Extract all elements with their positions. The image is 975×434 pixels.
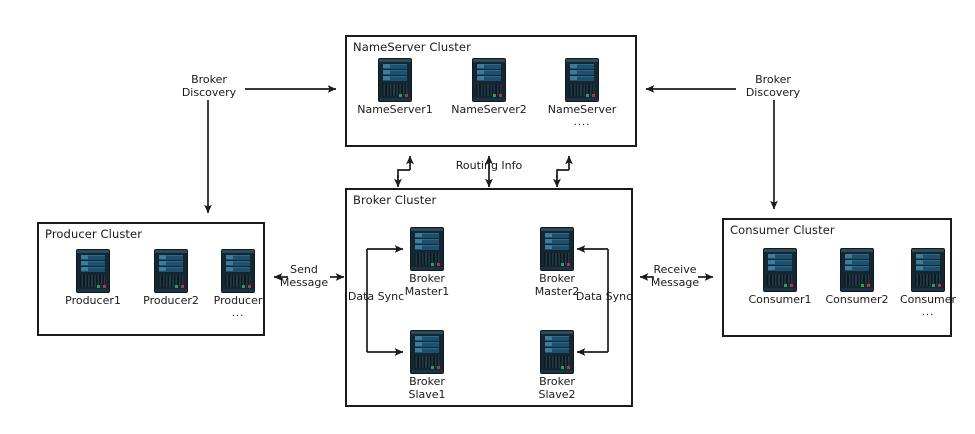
cluster-broker-title: Broker Cluster bbox=[353, 193, 437, 207]
node-consumer2[interactable]: Consumer2 bbox=[825, 248, 889, 306]
node-label: Producer1 bbox=[65, 294, 121, 307]
server-icon bbox=[565, 58, 599, 102]
node-nameserver2[interactable]: NameServer2 bbox=[451, 58, 527, 116]
node-label: Broker Slave1 bbox=[408, 375, 446, 401]
node-label: NameServer1 bbox=[357, 103, 433, 116]
node-label: Broker Slave2 bbox=[538, 375, 576, 401]
server-icon bbox=[911, 248, 945, 292]
node-label: Broker Master1 bbox=[404, 272, 450, 298]
edge-routing-info-left-elbow bbox=[397, 169, 410, 178]
cluster-producer-title: Producer Cluster bbox=[45, 227, 143, 241]
label-broker-discovery-left: Broker Discovery bbox=[181, 73, 237, 99]
label-data-sync-right: Data Sync bbox=[575, 290, 633, 303]
server-icon bbox=[472, 58, 506, 102]
cluster-consumer-title: Consumer Cluster bbox=[730, 223, 835, 237]
label-data-sync-left: Data Sync bbox=[347, 290, 405, 303]
node-producer2[interactable]: Producer2 bbox=[143, 249, 199, 307]
label-routing-info: Routing Info bbox=[455, 159, 523, 172]
node-label: Consumer ... bbox=[899, 293, 957, 318]
cluster-nameserver[interactable] bbox=[345, 35, 637, 147]
node-label: Producer ... bbox=[213, 294, 263, 319]
server-icon bbox=[410, 227, 444, 271]
node-broker-slave2[interactable]: Broker Slave2 bbox=[538, 330, 576, 400]
server-icon bbox=[763, 248, 797, 292]
label-send-message: Send Message bbox=[279, 263, 329, 289]
node-nameserver1[interactable]: NameServer1 bbox=[357, 58, 433, 116]
server-icon bbox=[76, 249, 110, 293]
node-producer-n[interactable]: Producer ... bbox=[214, 249, 262, 319]
node-label: Consumer2 bbox=[825, 293, 889, 306]
node-nameserver-n[interactable]: NameServer .... bbox=[548, 58, 616, 128]
node-broker-slave1[interactable]: Broker Slave1 bbox=[408, 330, 446, 400]
node-label: Broker Master2 bbox=[534, 272, 580, 298]
cluster-producer[interactable] bbox=[37, 222, 265, 336]
node-broker-master1[interactable]: Broker Master1 bbox=[405, 227, 449, 297]
label-broker-discovery-right: Broker Discovery bbox=[745, 73, 801, 99]
node-producer1[interactable]: Producer1 bbox=[65, 249, 121, 307]
node-label: NameServer .... bbox=[547, 103, 617, 128]
node-consumer1[interactable]: Consumer1 bbox=[748, 248, 812, 306]
server-icon bbox=[410, 330, 444, 374]
node-broker-master2[interactable]: Broker Master2 bbox=[535, 227, 579, 297]
server-icon bbox=[840, 248, 874, 292]
server-icon bbox=[378, 58, 412, 102]
node-label: Producer2 bbox=[143, 294, 199, 307]
node-label: Consumer1 bbox=[748, 293, 812, 306]
edge-routing-info-right-elbow bbox=[556, 169, 569, 178]
cluster-consumer[interactable] bbox=[722, 218, 952, 337]
server-icon bbox=[540, 330, 574, 374]
cluster-nameserver-title: NameServer Cluster bbox=[353, 40, 471, 54]
node-label: NameServer2 bbox=[451, 103, 527, 116]
server-icon bbox=[540, 227, 574, 271]
label-receive-message: Receive Message bbox=[650, 263, 700, 289]
server-icon bbox=[221, 249, 255, 293]
node-consumer-n[interactable]: Consumer ... bbox=[900, 248, 956, 318]
cluster-broker[interactable] bbox=[345, 188, 633, 407]
server-icon bbox=[154, 249, 188, 293]
